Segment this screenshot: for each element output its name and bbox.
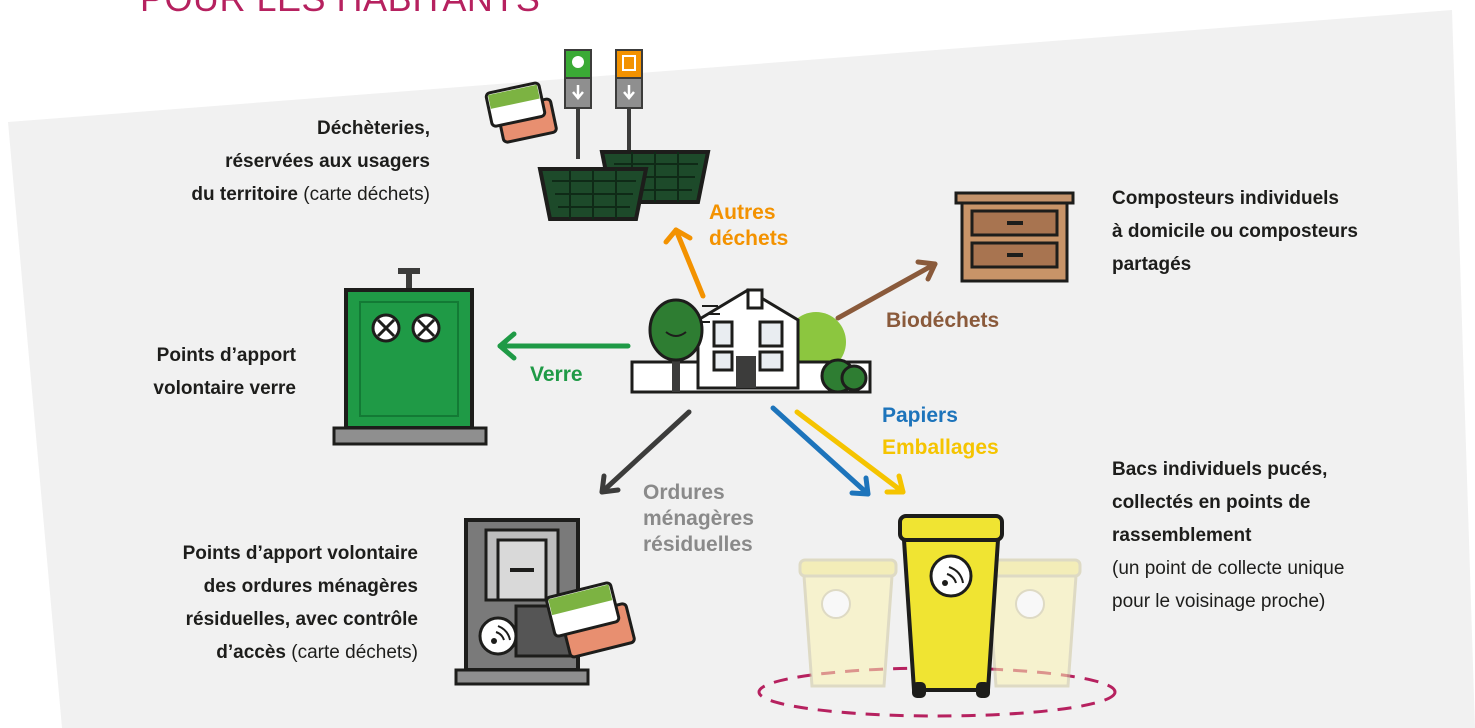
arrow-biodechets bbox=[835, 259, 938, 321]
omr-container-icon bbox=[454, 518, 590, 686]
flow-label-biodechets: Biodéchets bbox=[886, 309, 1000, 332]
flow-label-emballages: Emballages bbox=[882, 436, 999, 459]
arrow-autres-dechets bbox=[663, 227, 706, 299]
omr-pav-description: Points d’apport volontaire des ordures m… bbox=[182, 543, 418, 663]
arrow-papiers bbox=[770, 405, 871, 497]
tree-icon bbox=[648, 298, 704, 392]
arrow-emballages bbox=[794, 409, 906, 495]
page-title: POUR LES HABITANTS bbox=[140, 0, 540, 20]
flow-label-papiers: Papiers bbox=[882, 404, 958, 427]
verre-description: Points d’apport volontaire verre bbox=[153, 345, 296, 399]
compost-bin-icon bbox=[954, 191, 1075, 283]
waste-card-icon bbox=[484, 81, 558, 144]
composteurs-description: Composteurs individuels à domicile ou co… bbox=[1112, 188, 1358, 275]
house-icon bbox=[630, 288, 872, 394]
waste-card-icon bbox=[545, 581, 636, 659]
flow-label-verre: Verre bbox=[530, 363, 583, 386]
recycling-center-icon bbox=[537, 49, 711, 221]
arrow-verre bbox=[497, 331, 631, 361]
decheteries-description: Déchèteries, réservées aux usagers du te… bbox=[191, 118, 430, 205]
rfid-bin-icon bbox=[757, 514, 1117, 718]
arrow-omr bbox=[599, 409, 692, 495]
glass-container-icon bbox=[332, 268, 488, 446]
bacs-description: Bacs individuels pucés, collectés en poi… bbox=[1112, 459, 1345, 612]
